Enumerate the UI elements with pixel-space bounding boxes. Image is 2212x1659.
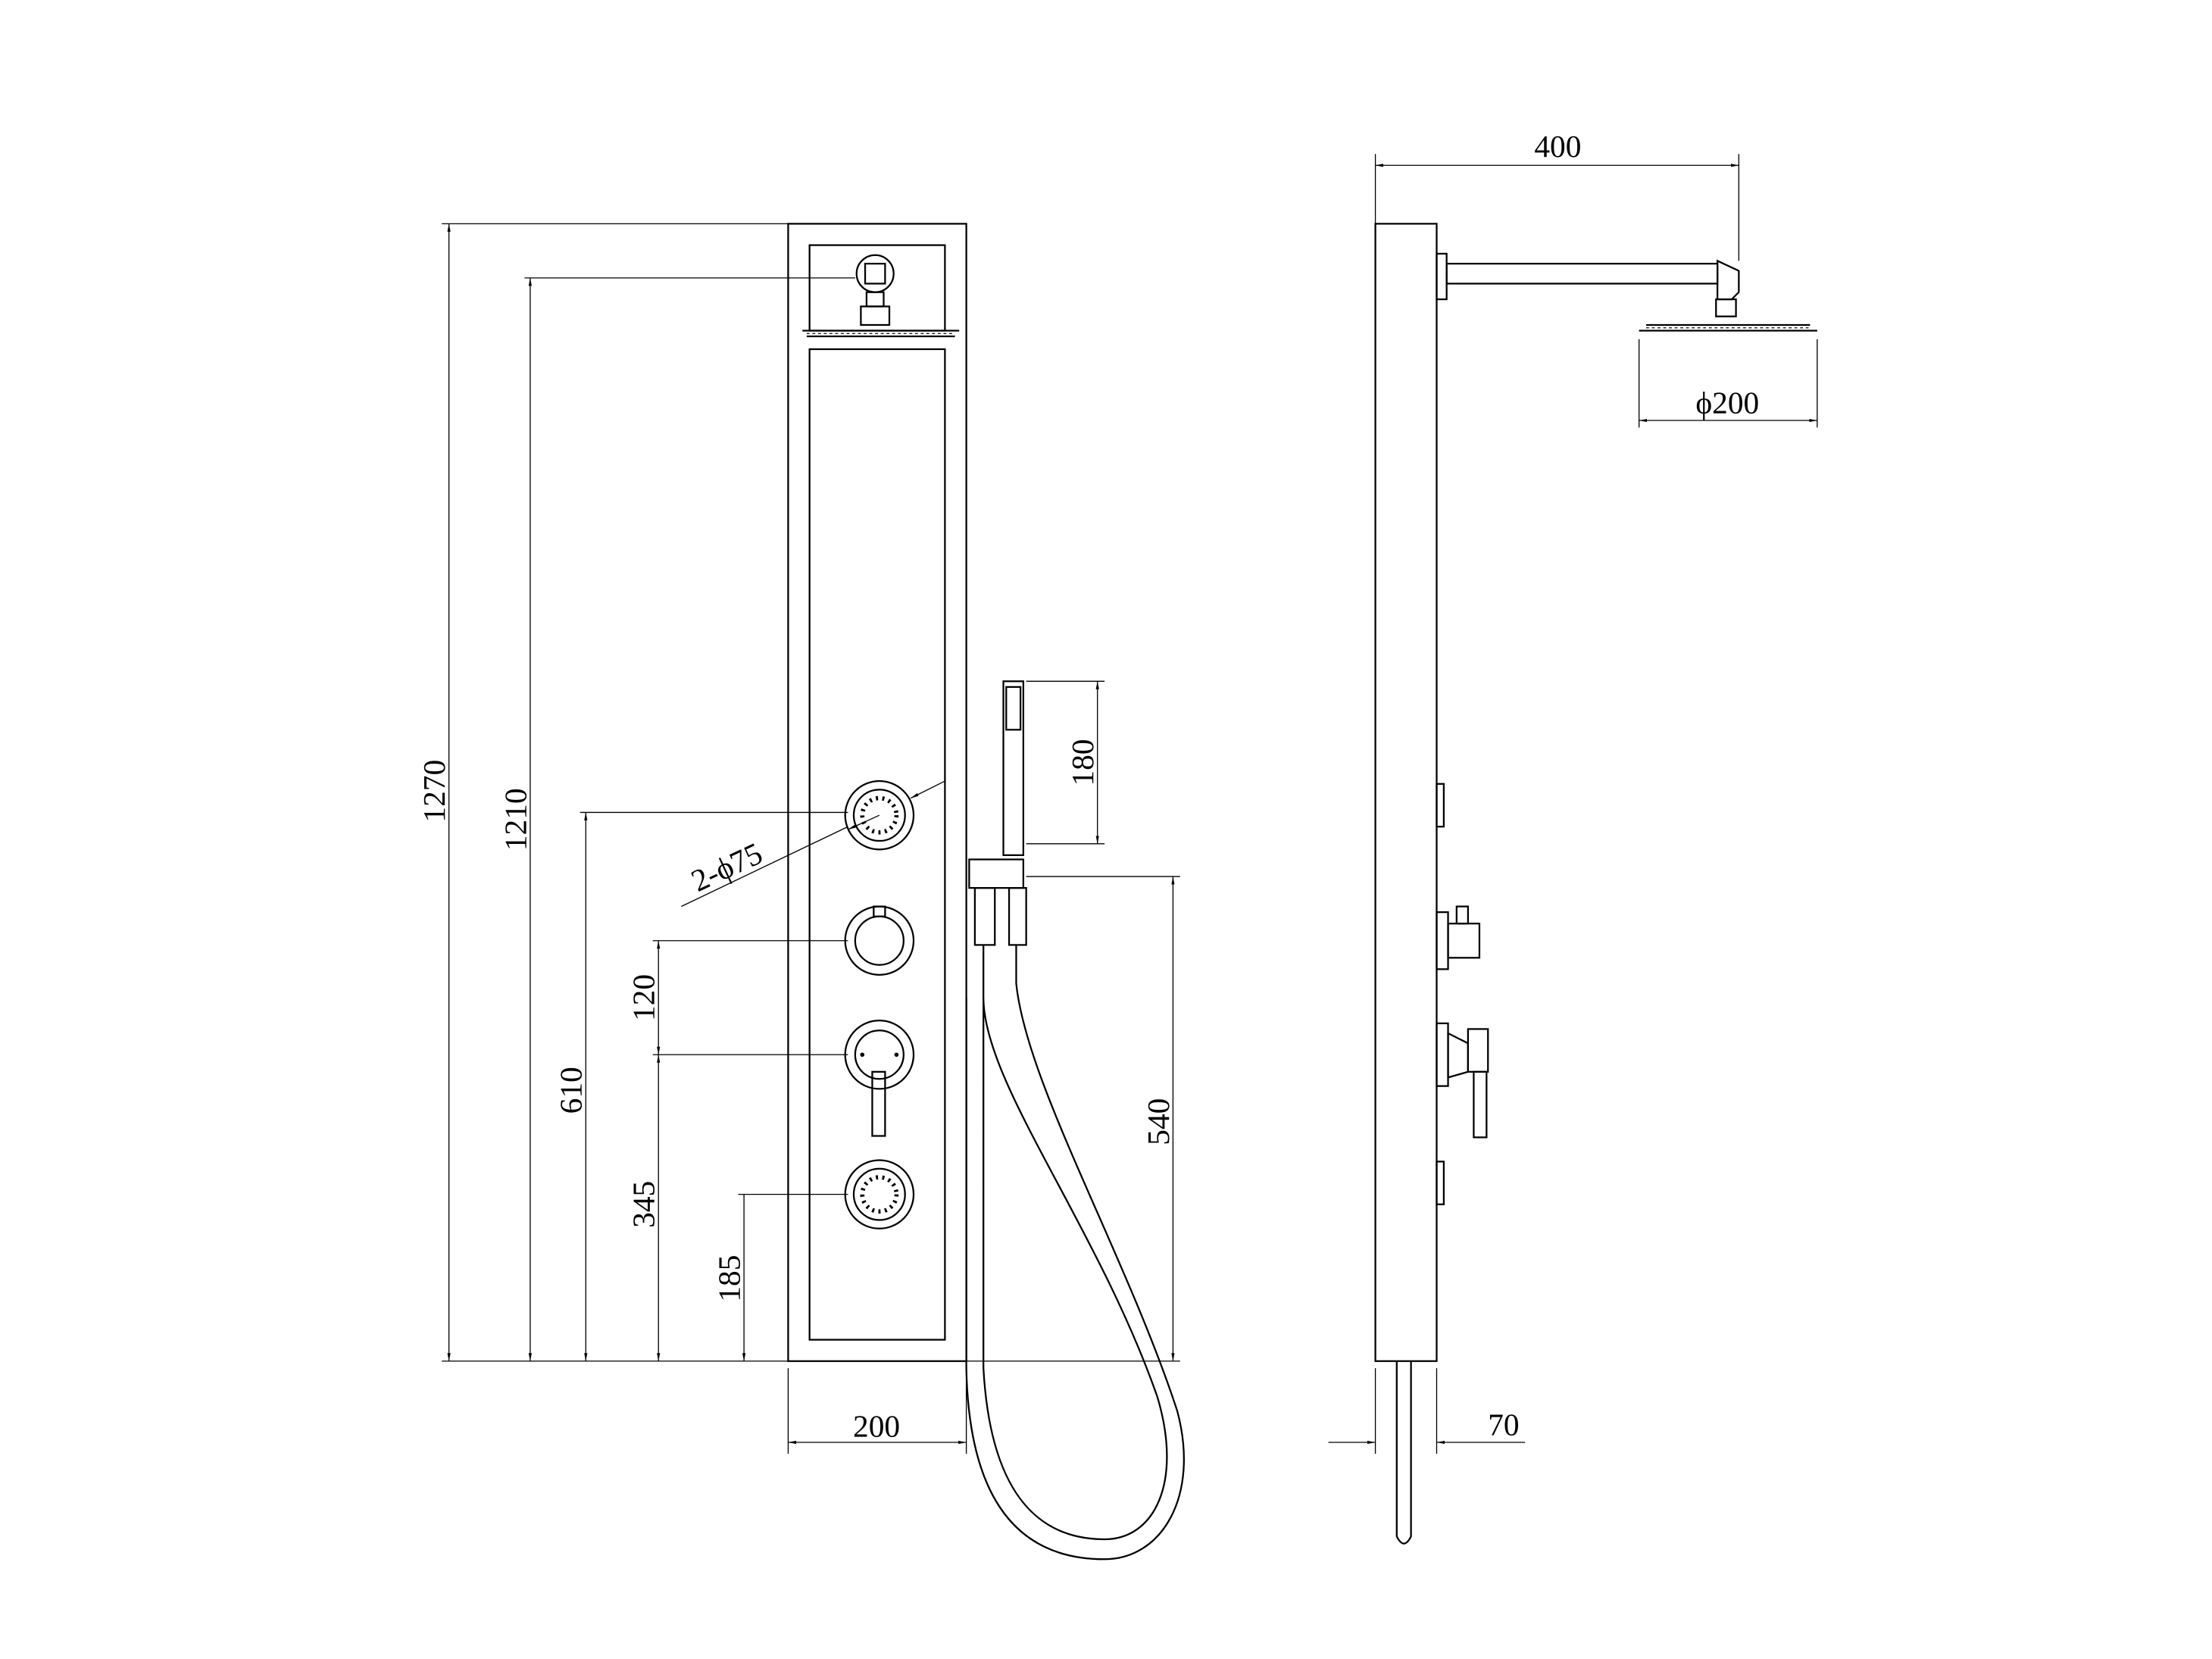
upper-body-jet-icon (844, 780, 915, 851)
hand-shower-icon (965, 680, 1185, 1561)
dim-540: 540 (1141, 1098, 1176, 1145)
dim-120: 120 (626, 974, 661, 1021)
side-view: 400 ϕ200 70 (1328, 129, 1818, 1545)
dim-400: 400 (1534, 129, 1581, 164)
panel-side-outline (1374, 223, 1438, 1362)
shower-arm-icon (1436, 252, 1817, 332)
dim-head-diameter: ϕ200 (1695, 386, 1759, 420)
dim-70: 70 (1488, 1407, 1519, 1442)
front-dimensions (442, 223, 1180, 1454)
lower-body-jet-icon (844, 1159, 915, 1229)
mixer-handle-icon (844, 1019, 915, 1137)
dim-345: 345 (626, 1181, 661, 1228)
dim-180: 180 (1065, 739, 1100, 786)
dim-jet-diameter: 2-ϕ75 (686, 836, 767, 898)
dim-1270: 1270 (417, 760, 451, 823)
dim-200-width: 200 (853, 1408, 900, 1443)
diverter-knob-icon (844, 905, 915, 976)
panel-top-window (808, 244, 946, 332)
panel-outline (787, 223, 967, 1362)
panel-inner-glass (808, 348, 946, 1341)
front-view: 1270 1210 610 345 120 185 2-ϕ75 200 180 … (417, 223, 1185, 1561)
side-controls-icon (1395, 783, 1489, 1545)
dim-1210: 1210 (498, 788, 533, 851)
dim-610: 610 (554, 1067, 589, 1114)
side-dimensions (1328, 154, 1818, 1454)
dim-185: 185 (711, 1255, 746, 1302)
overhead-shower-icon (802, 254, 960, 338)
